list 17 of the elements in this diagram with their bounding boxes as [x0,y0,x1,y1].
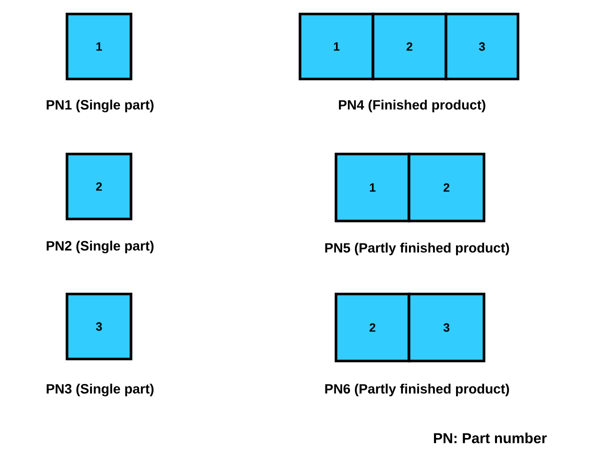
numbered-box: 3 [444,12,520,80]
legend-note: PN: Part number [434,432,547,444]
part-caption: PN6 (Partly finished product) [325,384,509,396]
numbered-box: 2 [372,12,448,80]
numbered-box: 1 [66,12,132,80]
numbered-box: 2 [334,292,410,362]
part-caption: PN4 (Finished product) [338,100,486,112]
numbered-box: 2 [408,152,486,222]
numbered-box: 2 [66,152,132,220]
numbered-box: 3 [66,292,132,360]
numbered-box: 1 [298,12,374,80]
numbered-box: 1 [334,152,410,222]
part-caption: PN2 (Single part) [46,240,154,254]
part-caption: PN1 (Single part) [46,100,154,112]
numbered-box: 3 [408,292,486,362]
part-caption: PN3 (Single part) [46,384,154,396]
part-caption: PN5 (Partly finished product) [325,242,509,256]
